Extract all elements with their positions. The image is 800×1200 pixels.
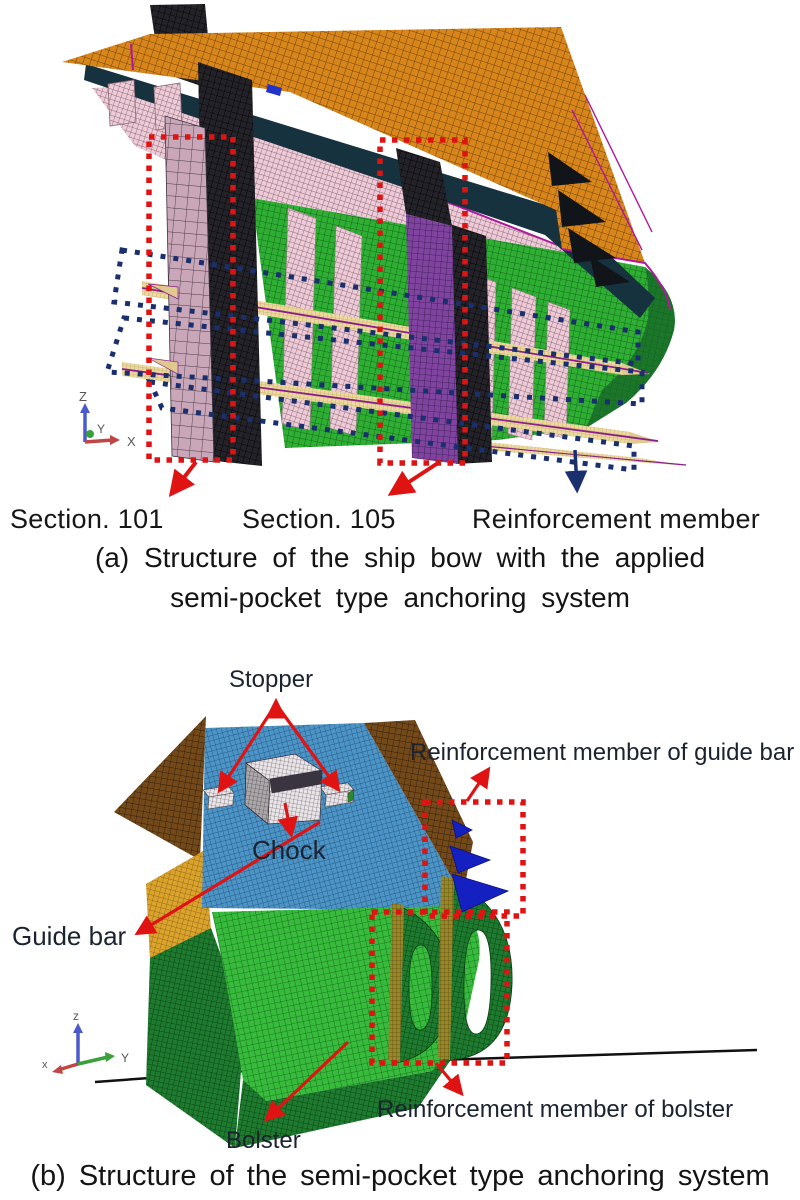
deck-seam xyxy=(130,43,134,71)
figure-b-arrows xyxy=(134,697,491,1122)
axis-a-y-label: Y xyxy=(97,422,105,436)
chock-block xyxy=(244,753,323,825)
blue-fitting xyxy=(266,84,282,96)
guide-bar-plate xyxy=(146,850,211,960)
section-101-label: Section. 101 xyxy=(10,504,164,534)
anchoring-system-mesh-model: z Y x xyxy=(42,697,758,1148)
figure-a-caption-line-2: semi-pocket type anchoring system xyxy=(170,582,630,613)
reinforcement-member-of-guide-bar-label: Reinforcement member of guide bar xyxy=(410,739,795,766)
axis-b-z-label: z xyxy=(73,1009,79,1023)
guide-bar-reinforcement-brackets xyxy=(449,819,510,913)
axis-triad-b: z Y x xyxy=(42,1009,129,1074)
stopper-label: Stopper xyxy=(229,666,314,693)
bow-trim xyxy=(561,248,671,311)
reinforcement-member-of-bolster-label: Reinforcement member of bolster xyxy=(377,1096,734,1123)
figure-a-caption-line-1: (a) Structure of the ship bow with the a… xyxy=(94,542,706,573)
bolster-hook-2 xyxy=(446,877,513,1061)
reinforcement-member-label: Reinforcement member xyxy=(472,504,761,534)
section-101-arrow xyxy=(168,460,198,498)
ship-bow-mesh-model: Z Y X xyxy=(62,4,688,498)
axis-a-x-label: X xyxy=(127,434,136,449)
bow-shading xyxy=(586,267,675,428)
stringer-tips xyxy=(147,283,179,375)
orange-deck xyxy=(62,27,645,263)
bolster-bar-1 xyxy=(388,903,404,1062)
deck-notches xyxy=(548,152,630,287)
reinforcement-member-arrow xyxy=(564,449,588,494)
section-101-highlight-box xyxy=(146,134,236,463)
black-web-column xyxy=(198,62,262,466)
right-brown-plate xyxy=(364,720,473,912)
section-105-column xyxy=(406,214,458,464)
axis-a-z-label: Z xyxy=(79,389,87,404)
axis-b-y-label: Y xyxy=(121,1051,129,1065)
section-105-label: Section. 105 xyxy=(242,504,396,534)
left-brown-plate xyxy=(114,716,206,860)
bolster-underside xyxy=(235,1036,467,1148)
bolster-hook-1 xyxy=(395,904,451,1063)
bolster-bar-2 xyxy=(438,876,454,1060)
axis-triad-a: Z Y X xyxy=(79,389,136,449)
guide-bar-label: Guide bar xyxy=(12,921,127,951)
guide-bar-reinforcement-box xyxy=(422,799,526,919)
bolster-label: Bolster xyxy=(226,1127,301,1154)
chock-label: Chock xyxy=(252,835,326,865)
deck-edge-trim xyxy=(571,94,653,251)
section-105-back-column xyxy=(450,224,492,464)
bolster-left-face xyxy=(146,928,245,1148)
bolster-reinforcement-box xyxy=(369,909,510,1066)
section-105-arrow xyxy=(387,461,440,496)
reinforcement-member-outline xyxy=(103,247,645,473)
axis-b-x-label: x xyxy=(42,1059,48,1071)
figure-b-caption: (b) Structure of the semi-pocket type an… xyxy=(30,1160,770,1192)
section-105-upper-dark xyxy=(396,148,452,226)
